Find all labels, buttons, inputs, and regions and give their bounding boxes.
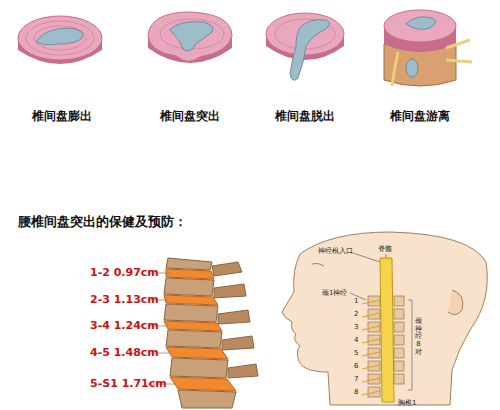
- disc-label: 椎间盘膨出: [32, 108, 92, 125]
- part-label: 脊髓: [378, 244, 392, 254]
- dimension-label: 4-5 1.48cm: [90, 346, 159, 359]
- head-profile: [282, 232, 487, 405]
- disc-label: 椎间盘游离: [390, 108, 450, 125]
- dimension-label: 2-3 1.13cm: [90, 293, 159, 306]
- dimension-label: 5-S1 1.71cm: [90, 377, 167, 390]
- part-label: 6: [354, 362, 358, 370]
- heading: 腰椎间盘突出的保健及预防：: [18, 213, 187, 231]
- disc-protrusion: [148, 12, 232, 63]
- dimension-label: 3-4 1.24cm: [90, 319, 159, 332]
- part-label: 胸椎1: [398, 398, 416, 408]
- disc-label: 椎间盘突出: [160, 108, 220, 125]
- part-label: 1: [354, 297, 358, 305]
- disc-label: 椎间盘脱出: [275, 108, 335, 125]
- disc-sequestration: [384, 10, 472, 86]
- part-label: 5: [354, 349, 358, 357]
- part-label: 7: [354, 375, 358, 383]
- part-label: 2: [354, 310, 358, 318]
- disc-extrusion: [266, 13, 344, 80]
- dimension-label: 1-2 0.97cm: [90, 266, 159, 279]
- part-label: 神经根入口: [318, 246, 353, 256]
- part-label: 3: [354, 323, 358, 331]
- part-label: 颈神经8对: [415, 318, 422, 356]
- disc-bulge: [18, 16, 102, 64]
- part-label: 4: [354, 336, 358, 344]
- part-label: 颈1神经: [322, 288, 347, 298]
- part-label: 8: [354, 388, 358, 396]
